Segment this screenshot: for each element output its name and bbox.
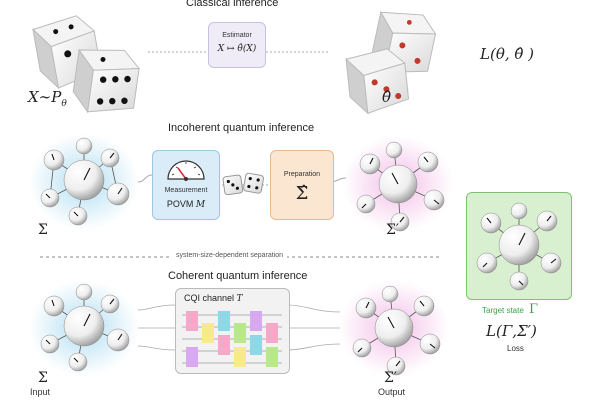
measurement-title: Measurement <box>164 187 208 194</box>
target-symbol: Γ <box>529 302 539 317</box>
network-icon <box>476 202 562 291</box>
coherent-title: Coherent quantum inference <box>168 270 308 282</box>
classical-input-label: X∼Pθ <box>28 88 67 109</box>
target-state-panel <box>466 192 572 300</box>
cqi-channel-box: CQI channel T <box>175 288 290 374</box>
classical-output-label: θ̂ <box>382 88 392 106</box>
input-caption: Input <box>30 387 51 397</box>
estimator-box: Estimator X ↦ θ̂(X) <box>208 22 266 68</box>
target-caption: Target state <box>482 306 524 315</box>
cqi-channel-label: CQI channel <box>184 293 235 303</box>
incoherent-output-label: Σ′ <box>386 222 400 238</box>
network-icon <box>339 280 449 376</box>
die-icon <box>345 10 437 115</box>
network-icon <box>343 136 453 232</box>
classical-loss: L(θ, θ̂ ) <box>480 45 535 63</box>
gauge-icon <box>167 160 205 181</box>
coherent-output-label: Σ′ <box>384 370 398 386</box>
preparation-title: Preparation <box>283 171 321 178</box>
die-icon <box>32 15 141 114</box>
loss-caption: Loss <box>507 344 524 353</box>
measurement-box: Measurement POVM M <box>152 150 220 220</box>
estimator-map: X ↦ θ̂(X) <box>217 44 257 54</box>
classical-title: Classical inference <box>186 0 279 9</box>
coherent-input-label: Σ <box>38 370 48 386</box>
povm-label: POVM <box>166 199 194 209</box>
incoherent-input-label: Σ <box>38 222 48 238</box>
output-caption: Output <box>378 387 406 397</box>
target-caption-row: Target state Γ <box>482 302 538 317</box>
target-loss: L(Γ,Σ′) <box>486 322 537 340</box>
network-icon <box>29 280 139 376</box>
preparation-box: Preparation Σ̂ <box>270 150 334 220</box>
circuit-icon <box>182 311 282 367</box>
cqi-channel-symbol: T <box>236 294 243 304</box>
die-icon <box>222 172 264 196</box>
cqi-channel-label-row: CQI channel T <box>184 293 243 304</box>
preparation-symbol: Σ̂ <box>295 183 309 204</box>
separator-text: system-size-dependent separation <box>172 252 288 259</box>
povm-symbol: M <box>195 200 206 210</box>
povm-label-row: POVM M <box>153 199 219 210</box>
network-icon <box>29 134 139 230</box>
incoherent-title: Incoherent quantum inference <box>168 122 315 134</box>
estimator-title: Estimator <box>222 32 252 39</box>
